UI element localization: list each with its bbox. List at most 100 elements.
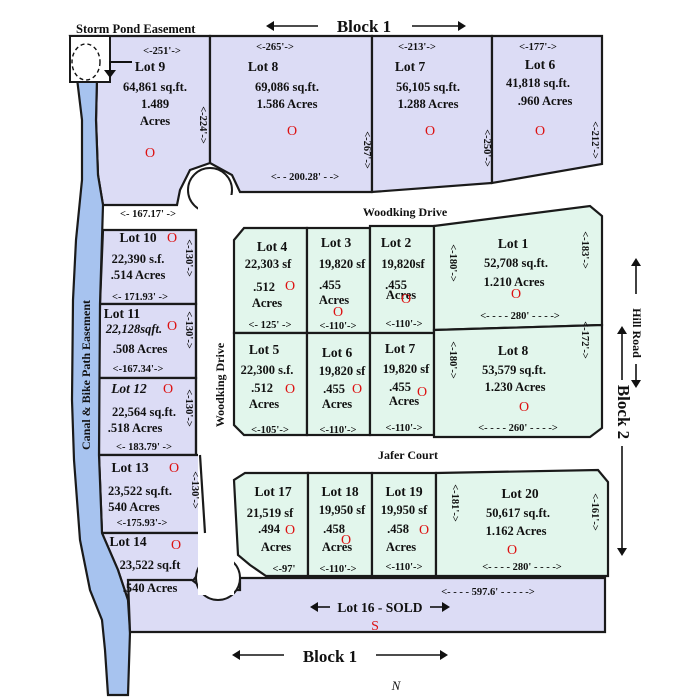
lot-2-area: 19,820sf [381, 257, 425, 271]
lot-14-label: Lot 14 O 23,522 sq.ft .540 Acres [109, 534, 181, 595]
block1-top-row [94, 34, 604, 207]
lot-18-parcel[interactable] [306, 471, 374, 578]
lot-9-area: 64,861 sq.ft. [123, 80, 187, 94]
dim-212: <-212'-> [589, 121, 600, 159]
lot-17-acres2: Acres [261, 540, 291, 554]
lot-20-acres: 1.162 Acres [486, 524, 547, 538]
lot-9-acres: 1.489 [141, 97, 169, 111]
block2-bottom [232, 468, 610, 578]
dim-171-93: <- 171.93' -> [112, 292, 168, 303]
dim-130-a: <-130'-> [183, 239, 194, 277]
lot-20-area: 50,617 sq.ft. [486, 506, 550, 520]
canal-bike-path-easement [68, 34, 132, 697]
dim-110-c: <-110'-> [319, 425, 356, 436]
dim-180-a: <-180'-> [447, 244, 458, 282]
lot-9-name: Lot 9 [135, 59, 166, 74]
lot-19-acres2: Acres [386, 540, 416, 554]
lot-6-middle-acres: .455 [323, 382, 345, 396]
dim-175-93: <-175.93'-> [117, 518, 168, 529]
dim-110-f: <-110'-> [385, 562, 422, 573]
lot-20-label: <-181'-> Lot 20 50,617 sq.ft. 1.162 Acre… [449, 484, 600, 573]
dim-130-d: <-130'-> [189, 471, 200, 509]
lot-11-acres: .508 Acres [113, 342, 168, 356]
dim-597-6: <- - - - 597.6' - - - - -> [441, 587, 535, 598]
lot-6-top-marker: O [535, 124, 545, 139]
lot-18-label: Lot 18 19,950 sf .458 O Acres <-110'-> [319, 484, 366, 575]
lot-4-name: Lot 4 [257, 239, 288, 254]
jafer-court-street [234, 440, 608, 470]
dim-251: <-251'-> [143, 46, 181, 57]
lot-20-parcel[interactable] [434, 468, 610, 578]
lot-1-parcel[interactable] [432, 204, 604, 332]
block2-arrows [617, 326, 627, 556]
lot-7-top-parcel[interactable] [370, 34, 494, 194]
dim-280-a: <- - - - 280' - - - -> [480, 311, 560, 322]
lot-6-middle-label: Lot 6 19,820 sf .455 O Acres <-110'-> [319, 345, 366, 436]
lot-14-marker: O [171, 538, 181, 553]
lot-1-name: Lot 1 [498, 236, 529, 251]
lot-1-label: <-180'-> Lot 1 52,708 sq.ft. 1.210 Acres… [447, 231, 590, 322]
lot-10-marker: O [167, 231, 177, 246]
lot-3-label: Lot 3 19,820 sf .455 Acres O <-110'-> [319, 235, 366, 332]
lot-5-marker: O [285, 382, 295, 397]
lot-8-middle-parcel[interactable] [432, 323, 604, 439]
north-indicator: N [391, 678, 402, 693]
lot-6-middle-area: 19,820 sf [319, 364, 366, 378]
lot-19-area: 19,950 sf [381, 503, 428, 517]
lot-8-top-parcel[interactable] [208, 34, 374, 194]
lot-5-parcel[interactable] [232, 331, 309, 437]
lot-19-marker: O [419, 523, 429, 538]
hill-road-label: Hill Road [630, 308, 644, 358]
dim-125: <- 125' -> [249, 320, 292, 331]
lot-9-label: <-251'-> Lot 9 64,861 sq.ft. 1.489 Acres… [123, 46, 208, 161]
lot-3-name: Lot 3 [321, 235, 352, 250]
block2-middle [232, 204, 604, 439]
lot-7-top-acres: 1.288 Acres [398, 97, 459, 111]
dim-110-d: <-110'-> [385, 423, 422, 434]
dim-183-79: <- 183.79' -> [116, 442, 172, 453]
block1-bottom-label: Block 1 [303, 647, 357, 666]
lot-2-acres: .455 [385, 278, 407, 292]
dim-180-b: <-180'-> [447, 341, 458, 379]
lot-2-name: Lot 2 [381, 235, 412, 250]
lot-3-parcel[interactable] [305, 226, 372, 335]
lot-13-name: Lot 13 [111, 460, 148, 475]
lot-20-name: Lot 20 [501, 486, 538, 501]
lot-7-top-name: Lot 7 [395, 59, 426, 74]
storm-pond-icon [71, 43, 101, 81]
lot-12-acres: .518 Acres [108, 421, 163, 435]
lot-6-top-acres: .960 Acres [518, 94, 573, 108]
lot-8-middle-name: Lot 8 [498, 343, 529, 358]
lot-16-arrows [310, 602, 450, 612]
lot-12-name: Lot 12 [110, 381, 147, 396]
lot-7-top-marker: O [425, 124, 435, 139]
lot-6-top-area: 41,818 sq.ft. [506, 76, 570, 90]
dim-110-a: <-110'-> [319, 321, 356, 332]
lot-4-area: 22,303 sf [245, 257, 292, 271]
lot-6-top-parcel[interactable] [490, 34, 604, 185]
dim-110-e: <-110'-> [319, 564, 356, 575]
lot-17-name: Lot 17 [254, 484, 291, 499]
lot-8-middle-area: 53,579 sq.ft. [482, 363, 546, 377]
lot-6-middle-acres2: Acres [322, 397, 352, 411]
dim-167-34: <-167.34'-> [113, 364, 164, 375]
canal-easement-label: Canal & Bike Path Easement [79, 300, 93, 450]
dim-105: <-105'-> [251, 425, 289, 436]
lot-3-area: 19,820 sf [319, 257, 366, 271]
lot-8-middle-acres: 1.230 Acres [485, 380, 546, 394]
lot-1-acres: 1.210 Acres [484, 275, 545, 289]
lot-18-acres2: Acres [322, 540, 352, 554]
lot-5-name: Lot 5 [249, 342, 280, 357]
dim-280-b: <- - - - 280' - - - -> [482, 562, 562, 573]
lot-18-acres: .458 [323, 522, 345, 536]
lot-4-label: Lot 4 22,303 sf .512 O Acres <- 125' -> [245, 239, 295, 331]
lot-5-area: 22,300 s.f. [241, 363, 294, 377]
lot-20-marker: O [507, 543, 517, 558]
lot-2-parcel[interactable] [368, 224, 436, 335]
lot-12-label: Lot 12 O 22,564 sq.ft. .518 Acres <-130'… [108, 381, 194, 453]
lot-10-acres: .514 Acres [111, 268, 166, 282]
lot-7-top-area: 56,105 sq.ft. [396, 80, 460, 94]
lot-16-name: Lot 16 - SOLD [337, 600, 422, 615]
lot-19-parcel[interactable] [370, 471, 438, 578]
